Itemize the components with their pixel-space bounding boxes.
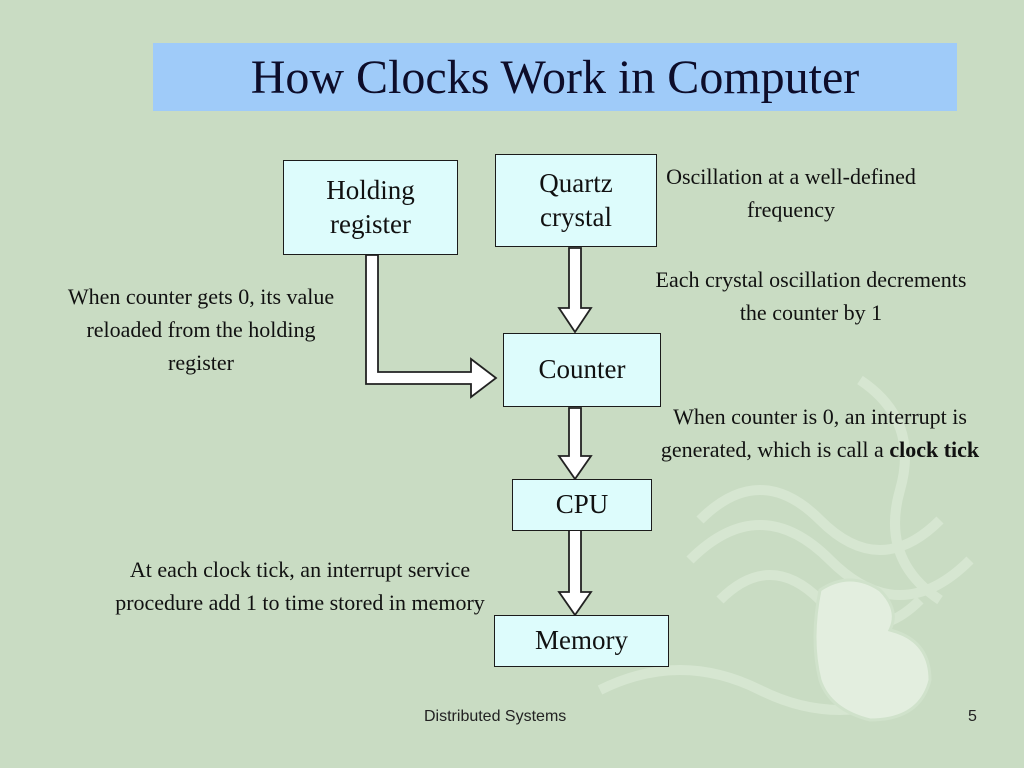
- holding-register-box: Holding register: [283, 160, 458, 255]
- arrow-quartz-to-counter: [557, 247, 593, 334]
- counter-label: Counter: [538, 354, 626, 385]
- clock-tick-term: clock tick: [889, 437, 980, 462]
- arrow-counter-to-cpu: [557, 407, 593, 481]
- holding-register-label: Holding register: [326, 174, 415, 239]
- page-title: How Clocks Work in Computer: [250, 50, 860, 104]
- memory-box: Memory: [494, 615, 669, 667]
- memory-label: Memory: [535, 625, 628, 656]
- quartz-crystal-box: Quartz crystal: [495, 154, 657, 247]
- note-interrupt-text: When counter is 0, an interrupt is gener…: [660, 404, 967, 462]
- note-oscillation: Oscillation at a well-defined frequency: [666, 164, 916, 222]
- counter-box: Counter: [503, 333, 661, 407]
- title-banner: How Clocks Work in Computer: [153, 43, 957, 111]
- note-reload: When counter gets 0, its value reloaded …: [67, 284, 335, 375]
- footer-course: Distributed Systems: [424, 708, 567, 725]
- cpu-label: CPU: [555, 489, 609, 520]
- note-interrupt: When counter is 0, an interrupt is gener…: [650, 400, 990, 466]
- arrow-cpu-to-memory: [557, 529, 593, 617]
- cpu-box: CPU: [512, 479, 652, 531]
- note-service: At each clock tick, an interrupt service…: [115, 557, 485, 615]
- quartz-crystal-label: Quartz crystal: [539, 167, 613, 232]
- note-decrement: Each crystal oscillation decrements the …: [655, 267, 967, 325]
- footer-page-number: 5: [968, 708, 977, 725]
- arrow-register-to-counter: [365, 254, 498, 399]
